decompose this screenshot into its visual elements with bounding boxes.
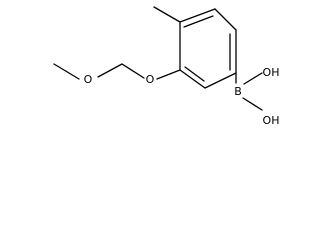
methoxy-oxygen-to-methyl-bond bbox=[53, 63, 80, 80]
methoxy-oxygen-label: O bbox=[84, 73, 93, 86]
methyl-bond bbox=[153, 6, 181, 23]
chemical-structure: O O B OH OH bbox=[53, 6, 280, 127]
boron-to-top-hydroxyl-bond bbox=[243, 72, 263, 85]
ring-bond-top bbox=[179, 8, 216, 23]
ring-to-ether-oxygen-bond bbox=[156, 69, 181, 80]
ring-bond-lower-left bbox=[179, 69, 206, 89]
hydroxyl-top-label: OH bbox=[263, 66, 280, 79]
ring-bond-lower-right bbox=[204, 72, 237, 89]
hydroxyl-bottom-label: OH bbox=[263, 114, 280, 127]
boron-to-bottom-hydroxyl-bond bbox=[242, 97, 263, 111]
boron-label: B bbox=[234, 85, 242, 98]
ring-bond-upper-right bbox=[214, 8, 237, 31]
ether-oxygen-label: O bbox=[146, 73, 155, 86]
ring-bond-top-inner bbox=[183, 15, 214, 28]
methylene-to-methoxy-oxygen-bond bbox=[97, 63, 123, 78]
ring-bond-lower-left-inner bbox=[184, 66, 205, 82]
ether-oxygen-to-methylene-bond bbox=[121, 63, 145, 79]
